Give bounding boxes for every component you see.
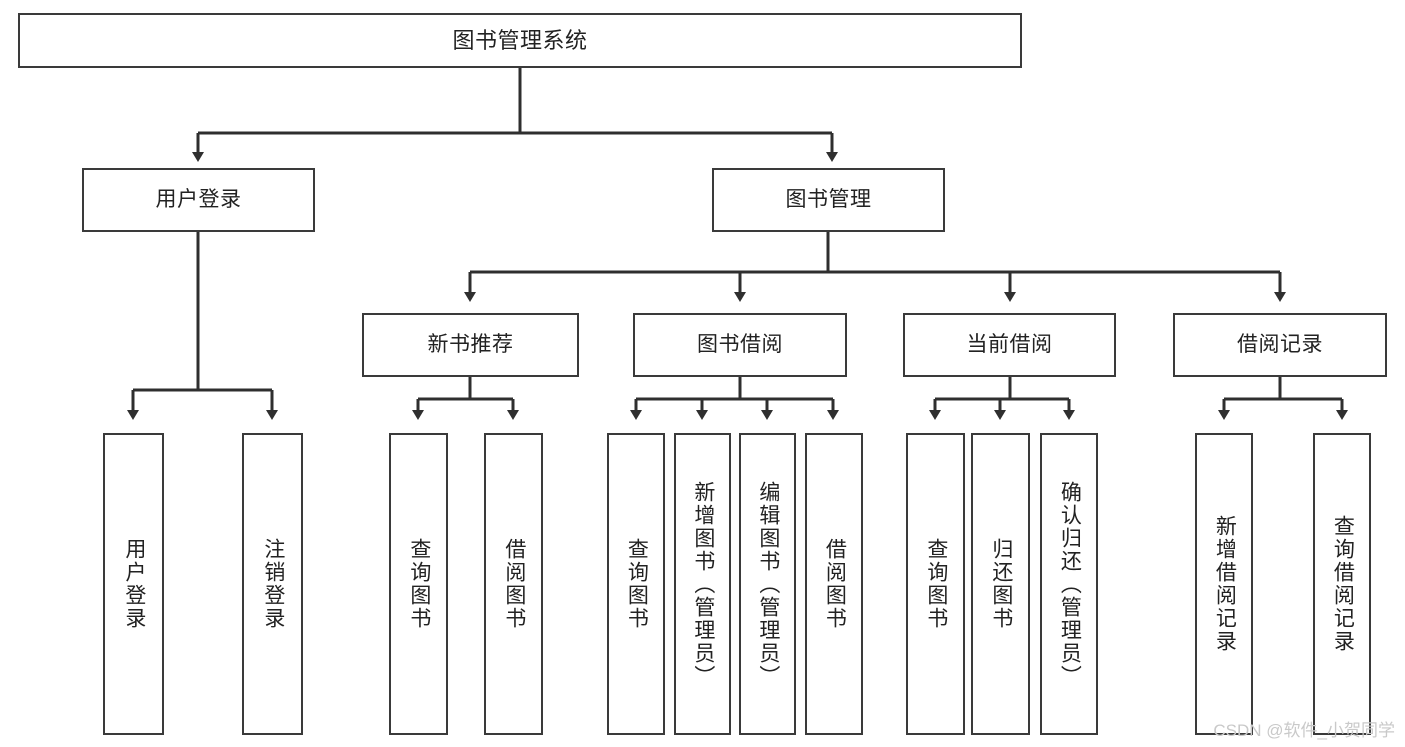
node-book-management[interactable]: 图书管理 <box>712 168 945 232</box>
leaf-add-borrow-record[interactable]: 新增借阅记录 <box>1195 433 1253 735</box>
leaf-edit-book-admin-label: 编辑图书（管理员） <box>756 480 780 688</box>
node-current-borrow[interactable]: 当前借阅 <box>903 313 1116 377</box>
watermark: CSDN @软件_小贺同学 <box>1213 721 1395 740</box>
leaf-user-login-label: 用户登录 <box>122 538 146 630</box>
node-root[interactable]: 图书管理系统 <box>18 13 1022 68</box>
node-book-borrow[interactable]: 图书借阅 <box>633 313 847 377</box>
leaf-borrow-book-recommend[interactable]: 借阅图书 <box>484 433 543 735</box>
node-new-book-recommend[interactable]: 新书推荐 <box>362 313 579 377</box>
leaf-query-book-recommend[interactable]: 查询图书 <box>389 433 448 735</box>
leaf-return-book-label: 归还图书 <box>989 538 1013 630</box>
node-user-login[interactable]: 用户登录 <box>82 168 315 232</box>
leaf-return-book[interactable]: 归还图书 <box>971 433 1030 735</box>
leaf-add-borrow-record-label: 新增借阅记录 <box>1213 515 1237 653</box>
leaf-logout-label: 注销登录 <box>261 538 285 630</box>
leaf-confirm-return-admin-label: 确认归还（管理员） <box>1058 480 1082 688</box>
leaf-query-borrow-record-label: 查询借阅记录 <box>1331 515 1355 653</box>
leaf-query-book-borrow-label: 查询图书 <box>625 538 649 630</box>
node-new-book-recommend-label: 新书推荐 <box>427 332 514 356</box>
leaf-edit-book-admin[interactable]: 编辑图书（管理员） <box>739 433 796 735</box>
node-borrow-record-label: 借阅记录 <box>1237 332 1323 356</box>
node-current-borrow-label: 当前借阅 <box>966 332 1053 356</box>
node-user-login-label: 用户登录 <box>155 187 242 211</box>
leaf-add-book-admin[interactable]: 新增图书（管理员） <box>674 433 731 735</box>
leaf-logout[interactable]: 注销登录 <box>242 433 303 735</box>
leaf-add-book-admin-label: 新增图书（管理员） <box>691 480 715 688</box>
node-borrow-record[interactable]: 借阅记录 <box>1173 313 1387 377</box>
leaf-borrow-book-label: 借阅图书 <box>823 538 847 630</box>
node-root-label: 图书管理系统 <box>452 27 588 53</box>
leaf-query-book-current[interactable]: 查询图书 <box>906 433 965 735</box>
leaf-query-book-recommend-label: 查询图书 <box>407 538 431 630</box>
leaf-user-login[interactable]: 用户登录 <box>103 433 164 735</box>
leaf-query-book-current-label: 查询图书 <box>924 538 948 630</box>
leaf-confirm-return-admin[interactable]: 确认归还（管理员） <box>1040 433 1098 735</box>
node-book-management-label: 图书管理 <box>785 187 872 211</box>
node-book-borrow-label: 图书借阅 <box>697 332 783 356</box>
leaf-query-borrow-record[interactable]: 查询借阅记录 <box>1313 433 1371 735</box>
leaf-borrow-book[interactable]: 借阅图书 <box>805 433 863 735</box>
leaf-query-book-borrow[interactable]: 查询图书 <box>607 433 665 735</box>
leaf-borrow-book-recommend-label: 借阅图书 <box>502 538 526 630</box>
